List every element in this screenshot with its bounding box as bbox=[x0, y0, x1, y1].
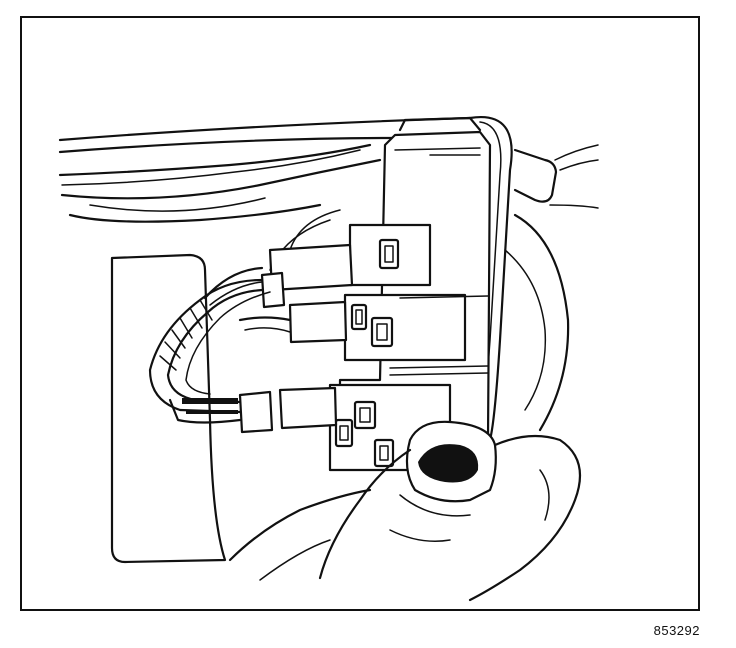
figure-number: 853292 bbox=[653, 623, 700, 638]
hand-pressing-tab bbox=[228, 420, 582, 602]
figure-frame bbox=[20, 16, 700, 611]
wiring-harness bbox=[148, 243, 354, 434]
panel-opening bbox=[110, 253, 227, 564]
headlamp-switch-body bbox=[328, 116, 492, 472]
